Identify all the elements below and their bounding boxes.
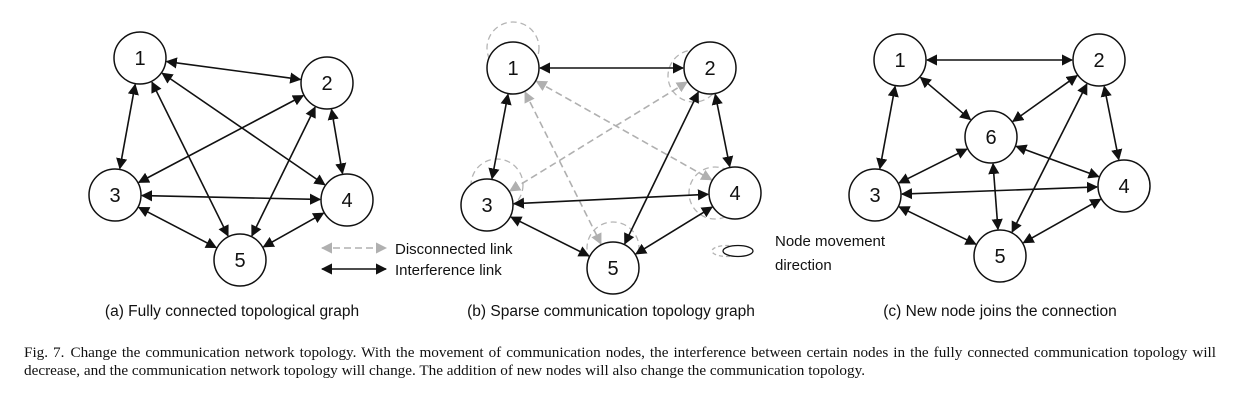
panel-b-node-label-2: 2 — [704, 58, 715, 80]
panel-a-node-label-5: 5 — [234, 250, 245, 272]
panel-b-node-5 — [586, 241, 640, 295]
panel-a-edge-1-4-interference — [161, 72, 326, 186]
panel-b-node-2 — [683, 41, 737, 95]
panel-a-node-2 — [300, 56, 354, 110]
panel-a-edge-1-2-interference — [165, 57, 302, 84]
legend-movement-node-icon — [722, 244, 754, 258]
panel-c-node-label-5: 5 — [994, 246, 1005, 268]
panel-c-edge-3-6-interference — [898, 148, 968, 184]
legend-movement-label-line1: Node movement — [775, 233, 886, 250]
panel-a-edge-2-4-interference — [327, 108, 347, 175]
panel-a-node-4 — [320, 173, 374, 227]
panel-a-node-5 — [213, 233, 267, 287]
panel-c-node-label-1: 1 — [894, 50, 905, 72]
legend-interference-label: Interference link — [395, 262, 502, 279]
panel-b-sparse: 1 2 3 4 5 (b) Sparse communication topology … — [460, 21, 762, 320]
panel-b-edge-3-5-interference — [510, 216, 590, 257]
panel-b-edge-3-4-interference — [512, 189, 710, 209]
panel-b-node-label-3: 3 — [481, 195, 492, 217]
panel-b-edge-2-5-interference — [624, 91, 699, 245]
panel-c-node-5 — [973, 229, 1027, 283]
panel-c-edges — [876, 54, 1123, 245]
panel-a-edge-1-3-interference — [116, 83, 139, 170]
panel-b-edge-1-4-disconnected — [535, 80, 713, 181]
panel-a-node-label-3: 3 — [109, 185, 120, 207]
panel-c-node-label-4: 4 — [1118, 176, 1129, 198]
panel-b-edge-1-3-interference — [488, 93, 512, 180]
panel-c-node-2 — [1072, 33, 1126, 87]
panel-b-node-4 — [708, 166, 762, 220]
panel-b-edge-1-5-disconnected — [524, 91, 602, 245]
panel-c-edge-4-5-interference — [1022, 198, 1102, 244]
panel-c-node-4 — [1097, 159, 1151, 213]
panel-a-edges — [116, 57, 347, 249]
panel-c-edge-2-4-interference — [1100, 85, 1123, 161]
panel-a-node-3 — [88, 168, 142, 222]
panel-a-edge-1-5-interference — [151, 81, 229, 237]
panel-a-edge-3-5-interference — [137, 206, 218, 249]
panel-b-node-label-4: 4 — [729, 183, 740, 205]
topology-figure: 1 2 3 4 5 (a) Fully connected topological gr… — [88, 21, 1151, 320]
panel-c-edge-3-5-interference — [898, 206, 977, 245]
panel-b-edges — [488, 62, 734, 257]
legend-movement-label-line2: direction — [775, 257, 832, 274]
panel-c-edge-5-6-interference — [988, 162, 1003, 231]
panel-b-edge-4-5-interference — [635, 206, 713, 255]
panel-c-node-3 — [848, 168, 902, 222]
panel-b-caption: (b) Sparse communication topology graph — [467, 303, 755, 320]
panel-c-node-label-6: 6 — [985, 127, 996, 149]
figure-caption: Fig. 7.Change the communication network … — [24, 344, 1216, 380]
panel-a-node-label-2: 2 — [321, 73, 332, 95]
panel-b-node-label-1: 1 — [507, 58, 518, 80]
panel-a-node-1 — [113, 31, 167, 85]
panel-a-nodes: 1 2 3 4 5 — [88, 31, 374, 287]
panel-a-edge-2-3-interference — [137, 94, 305, 184]
panel-a-node-label-4: 4 — [341, 190, 352, 212]
panel-a-edge-4-5-interference — [262, 212, 325, 248]
legend: Disconnected link Interference link Node… — [320, 233, 886, 279]
panel-c-node-1 — [873, 33, 927, 87]
panel-c-node-6 — [964, 110, 1018, 164]
legend-disconnected-label: Disconnected link — [395, 241, 513, 258]
figure-caption-label: Fig. 7. — [24, 344, 65, 361]
panel-a-edge-2-5-interference — [251, 106, 316, 237]
panel-c-edge-1-6-interference — [919, 76, 972, 121]
panel-c-edge-1-3-interference — [876, 85, 899, 170]
panel-a-caption: (a) Fully connected topological graph — [105, 303, 359, 320]
panel-b-nodes: 1 2 3 4 5 — [460, 41, 762, 295]
figure-caption-text: Change the communication network topolog… — [24, 344, 1216, 379]
panel-b-edge-2-4-interference — [711, 93, 734, 168]
panel-a-node-label-1: 1 — [134, 48, 145, 70]
panel-c-edge-4-6-interference — [1015, 144, 1100, 179]
panel-c-edge-3-4-interference — [900, 181, 1099, 200]
panel-b-node-1 — [486, 41, 540, 95]
panel-c-node-label-3: 3 — [869, 185, 880, 207]
panel-c-node-label-2: 2 — [1093, 50, 1104, 72]
panel-c-nodes: 1 2 3 4 5 6 — [848, 33, 1151, 283]
panel-b-node-3 — [460, 178, 514, 232]
panel-c-edge-2-6-interference — [1012, 75, 1078, 122]
panel-b-edge-2-3-disconnected — [509, 81, 688, 192]
panel-a-fully-connected: 1 2 3 4 5 (a) Fully connected topological gr… — [88, 31, 374, 320]
panel-c-new-node: 1 2 3 4 5 6 (c) New node joins the connection — [848, 33, 1151, 320]
panel-b-node-label-5: 5 — [607, 258, 618, 280]
panel-c-caption: (c) New node joins the connection — [883, 303, 1117, 320]
panel-a-edge-3-4-interference — [140, 190, 322, 205]
